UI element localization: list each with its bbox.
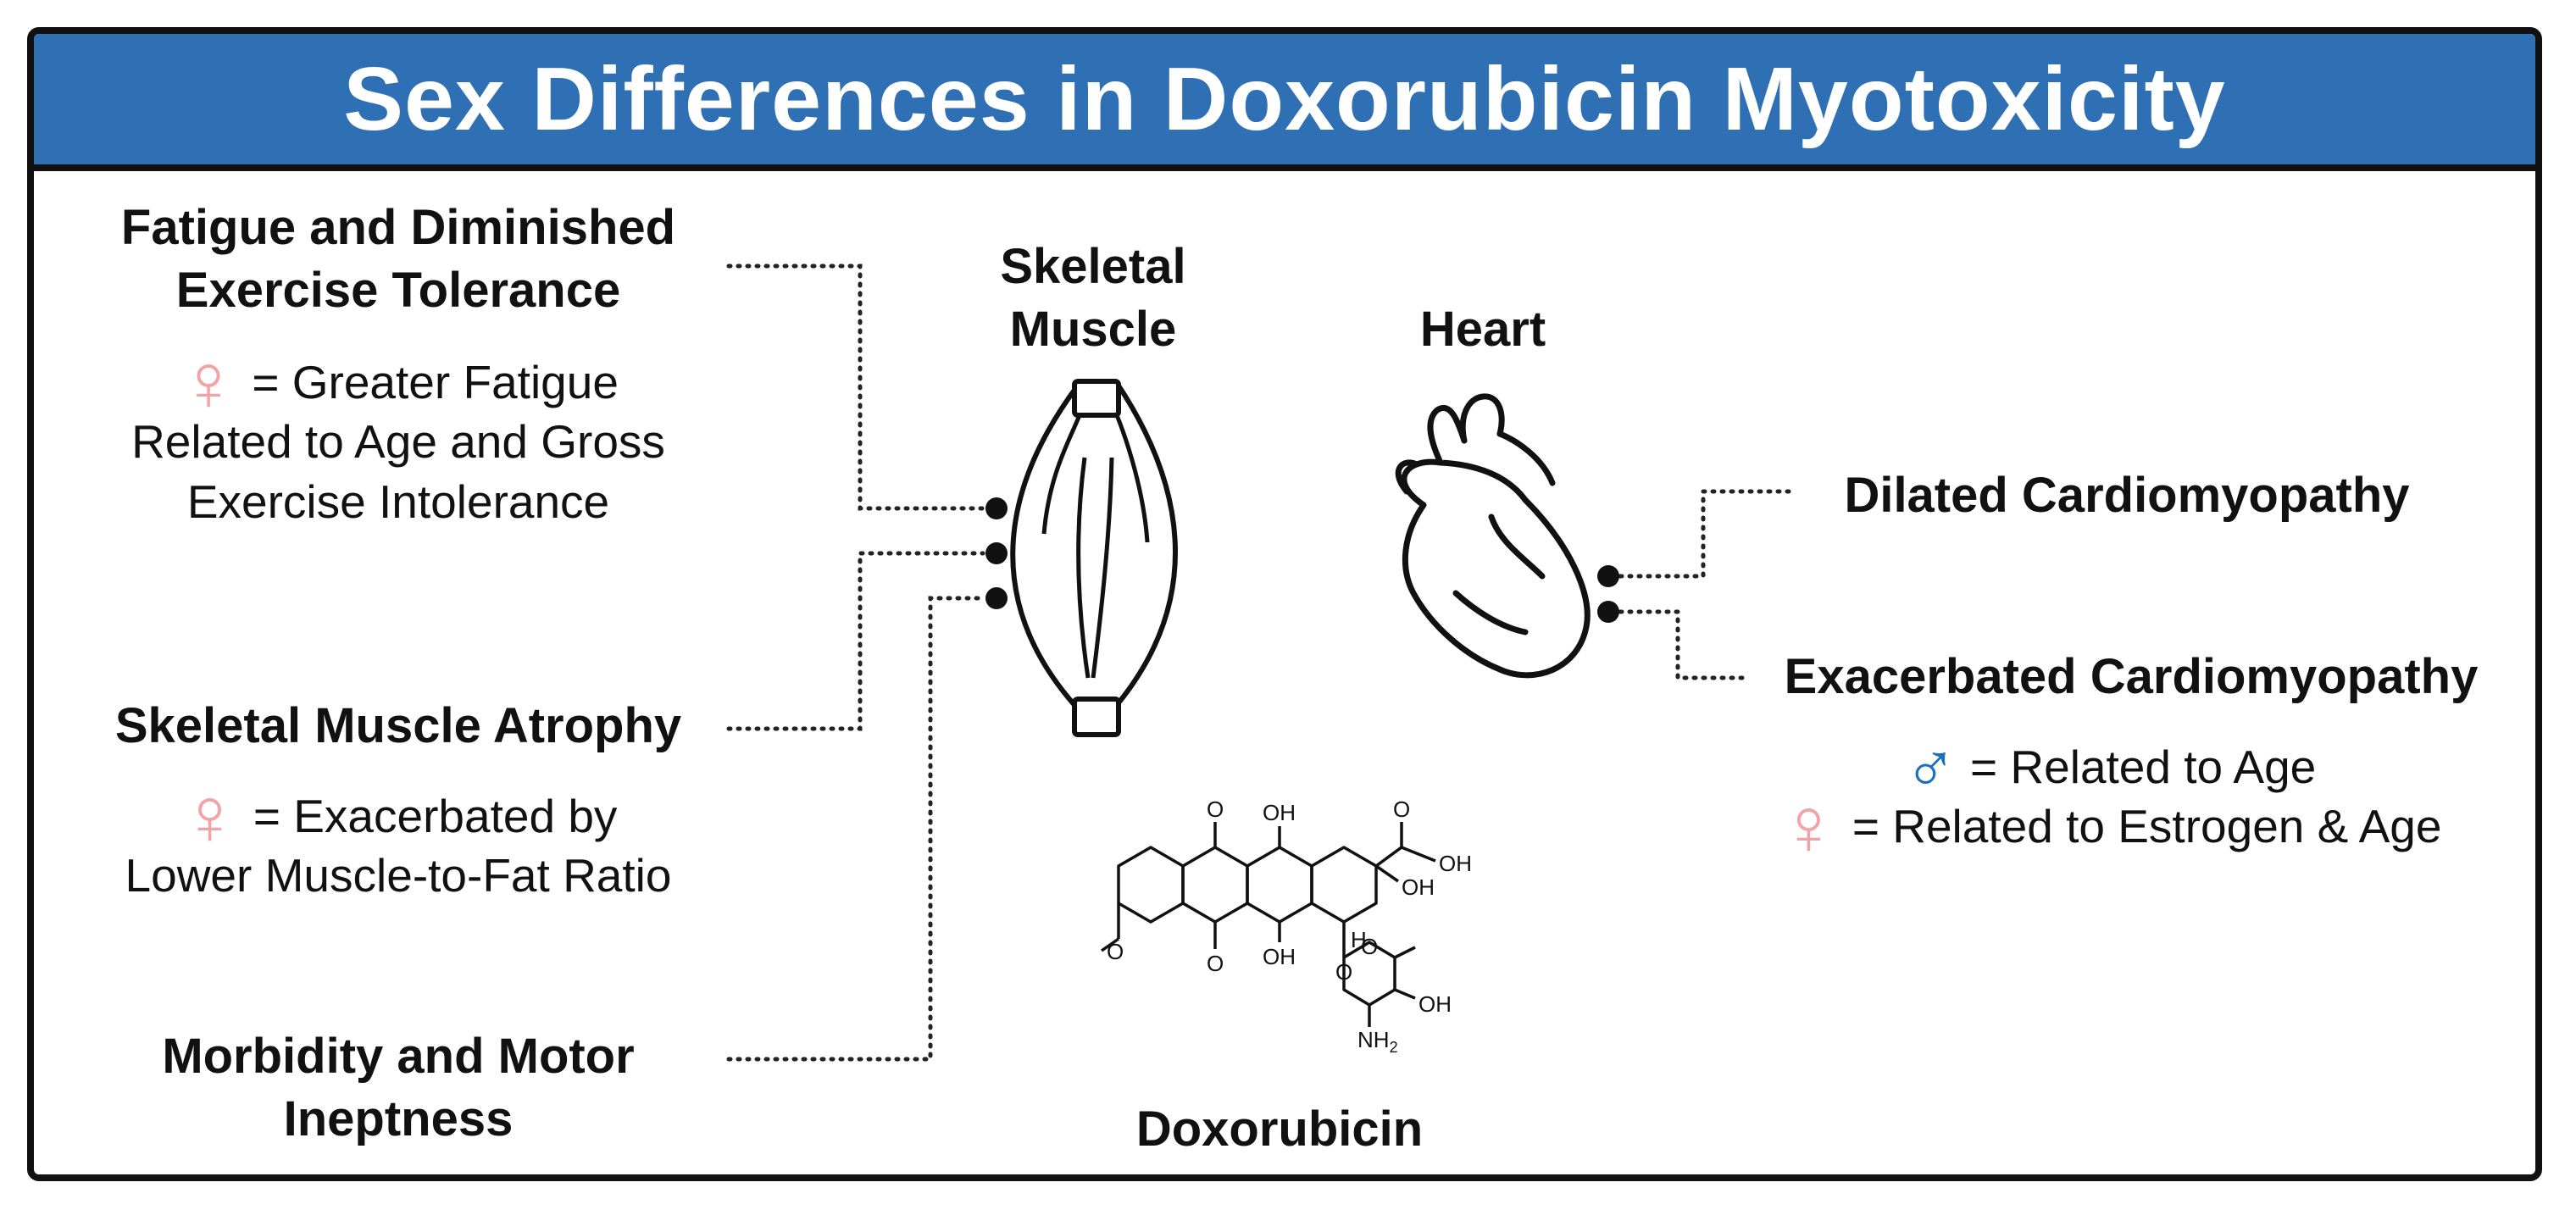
- doxorubicin-structure: [1100, 822, 1436, 1027]
- female-icon: ♀: [179, 771, 241, 862]
- effect-fatigue-desc: ♀ = Greater Fatigue Related to Age and G…: [76, 342, 720, 531]
- skeletal-muscle-label-line2: Muscle: [1009, 302, 1177, 358]
- effect-fatigue-desc-line2: Related to Age and Gross: [131, 415, 665, 469]
- female-icon: ♀: [1778, 781, 1840, 873]
- atom-h: H: [1351, 927, 1367, 952]
- connector-exacerbated: [1618, 609, 1748, 680]
- effect-exacerbated-title: Exacerbated Cardiomyopathy: [1754, 646, 2508, 708]
- heart-label: Heart: [1356, 298, 1610, 361]
- effect-exacerbated-title-text: Exacerbated Cardiomyopathy: [1784, 649, 2479, 704]
- effect-exacerbated-male-desc: = Related to Age: [1970, 741, 2317, 793]
- atom-o-glycoside: O: [1335, 959, 1353, 985]
- atom-oh-end: OH: [1439, 851, 1472, 876]
- effect-exacerbated-desc: ♂ = Related to Age ♀ = Related to Estrog…: [1703, 730, 2517, 868]
- atom-o-ketone: O: [1393, 796, 1411, 822]
- effect-fatigue-desc-line3: Exercise Intolerance: [186, 475, 610, 528]
- connector-lines: [726, 264, 1799, 1062]
- effect-morbidity-title-line1: Morbidity and Motor: [162, 1029, 635, 1084]
- dot-fatigue: [985, 497, 1008, 519]
- effect-morbidity-title-line2: Ineptness: [283, 1091, 514, 1147]
- doxorubicin-label-text: Doxorubicin: [1135, 1102, 1424, 1157]
- effect-morbidity-title: Morbidity and Motor Ineptness: [76, 1025, 720, 1151]
- male-icon: ♂: [1903, 725, 1957, 805]
- effect-exacerbated-female-desc: = Related to Estrogen & Age: [1852, 800, 2442, 853]
- atom-o-ring: O: [1361, 934, 1379, 959]
- doxorubicin-label: Doxorubicin: [1093, 1098, 1466, 1161]
- effect-atrophy-desc-line1: = Exacerbated by: [253, 790, 618, 842]
- atom-nh2: NH2: [1357, 1027, 1398, 1057]
- atom-oh-mid: OH: [1402, 874, 1435, 900]
- atom-o-top: O: [1207, 796, 1224, 822]
- effect-atrophy-title-line1: Skeletal Muscle Atrophy: [114, 698, 682, 753]
- effect-fatigue-title-line2: Exercise Tolerance: [175, 263, 621, 319]
- muscle-icon: [1010, 379, 1178, 737]
- atom-oh-sugar: OH: [1418, 991, 1452, 1017]
- connector-dilated: [1618, 489, 1799, 579]
- skeletal-muscle-label: Skeletal Muscle: [941, 236, 1246, 361]
- heart-label-text: Heart: [1419, 302, 1546, 357]
- atom-o-methoxy: O: [1107, 939, 1124, 964]
- effect-dilated-title-text: Dilated Cardiomyopathy: [1844, 468, 2410, 523]
- figure-title: Sex Differences in Doxorubicin Myotoxici…: [343, 48, 2226, 149]
- connector-fatigue: [726, 264, 985, 511]
- figure-frame: Sex Differences in Doxorubicin Myotoxici…: [27, 27, 2542, 1181]
- connector-dots: [985, 497, 1619, 623]
- effect-fatigue-title: Fatigue and Diminished Exercise Toleranc…: [76, 197, 720, 322]
- atom-oh-bottom: OH: [1263, 944, 1296, 969]
- atom-oh-top: OH: [1263, 800, 1296, 825]
- effect-atrophy-title: Skeletal Muscle Atrophy: [76, 695, 720, 758]
- skeletal-muscle-label-line1: Skeletal: [1000, 239, 1186, 294]
- dot-exacerbated: [1597, 601, 1619, 623]
- effect-fatigue-desc-line1: = Greater Fatigue: [252, 356, 619, 408]
- effect-dilated-title: Dilated Cardiomyopathy: [1779, 464, 2474, 527]
- connector-morbidity: [726, 596, 985, 1062]
- dot-dilated: [1597, 565, 1619, 587]
- connector-atrophy: [726, 551, 985, 731]
- effect-atrophy-desc: ♀ = Exacerbated by Lower Muscle-to-Fat R…: [76, 776, 720, 906]
- heart-icon: [1395, 393, 1591, 679]
- dot-morbidity: [985, 587, 1008, 609]
- dot-atrophy: [985, 542, 1008, 564]
- effect-fatigue-title-line1: Fatigue and Diminished: [120, 200, 676, 255]
- title-banner: Sex Differences in Doxorubicin Myotoxici…: [34, 34, 2535, 171]
- female-icon: ♀: [178, 337, 240, 428]
- atom-o-bottom: O: [1207, 951, 1224, 976]
- effect-atrophy-desc-line2: Lower Muscle-to-Fat Ratio: [125, 849, 672, 902]
